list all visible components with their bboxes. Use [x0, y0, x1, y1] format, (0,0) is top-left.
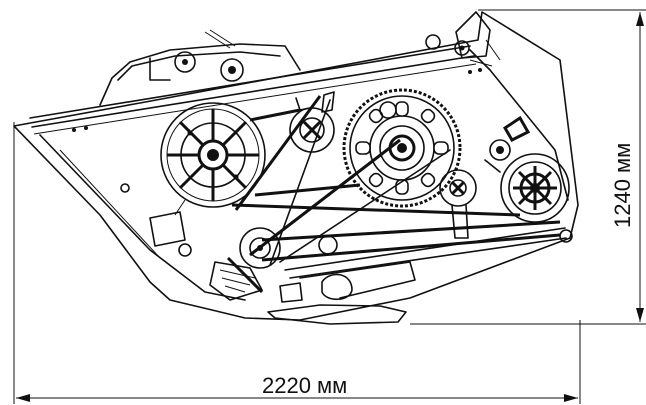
- fasteners: [72, 68, 573, 255]
- width-dimension: [13, 122, 581, 404]
- top-bracket: [425, 11, 493, 67]
- large-sprocket: [342, 88, 462, 208]
- left-pulley: [160, 102, 266, 208]
- machine-frame: [13, 11, 579, 321]
- width-label: 2220 мм: [262, 373, 347, 398]
- cutter-blade: [267, 261, 416, 325]
- lower-idler-assembly: [149, 211, 281, 301]
- idler-mid: [439, 169, 477, 239]
- height-label: 1240 мм: [610, 143, 635, 228]
- height-dimension: [410, 9, 646, 325]
- drive-housing: [99, 29, 301, 106]
- right-pulley: [484, 115, 570, 223]
